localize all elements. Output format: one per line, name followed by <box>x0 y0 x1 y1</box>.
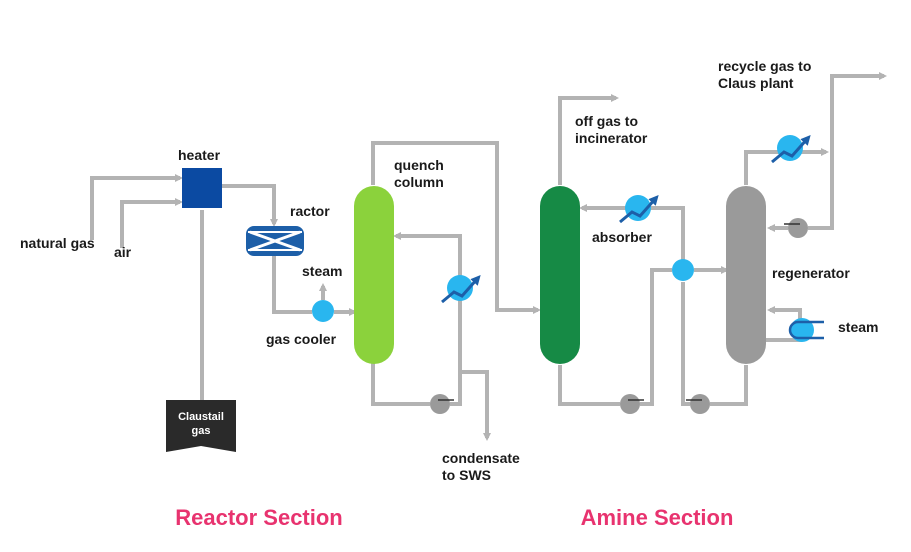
pipe-air <box>120 198 183 248</box>
label-heater: heater <box>178 147 221 163</box>
label-condensate-line1: condensate <box>442 450 520 466</box>
pipe-rich-amine <box>640 268 672 406</box>
section-title-amine: Amine Section <box>581 505 734 530</box>
pipes <box>90 72 887 441</box>
pipe-quench-recycle <box>393 232 462 406</box>
section-title-reactor: Reactor Section <box>175 505 343 530</box>
pump-icon <box>686 394 710 414</box>
label-steam-right: steam <box>838 319 878 335</box>
label-reactor: ractor <box>290 203 330 219</box>
label-air: air <box>114 244 132 260</box>
pipe-lean-up <box>681 282 690 406</box>
label-steam-top: steam <box>302 263 342 279</box>
label-absorber: absorber <box>592 229 652 245</box>
pipe-natural-gas <box>90 174 183 240</box>
pipe-reflux-down <box>808 152 834 230</box>
tail-gas-box <box>166 400 236 452</box>
label-natural-gas: natural gas <box>20 235 95 251</box>
regenerator-column <box>726 186 766 364</box>
label-tail-gas-line1: Claustail <box>178 411 224 423</box>
label-quench-line1: quench <box>394 157 444 173</box>
pipe-lean-amine <box>579 204 685 260</box>
heat-exchanger-icon <box>441 275 481 304</box>
reactor-icon <box>246 226 304 256</box>
cooler-icon <box>312 300 334 322</box>
label-condensate-line2: to SWS <box>442 467 491 483</box>
lean-rich-exchanger-icon <box>672 259 694 281</box>
pipe-condensate <box>460 370 491 441</box>
pump-icon <box>784 218 808 238</box>
quench-column <box>354 186 394 364</box>
heat-exchanger-icon <box>619 195 659 224</box>
label-offgas-line2: incinerator <box>575 130 648 146</box>
label-regenerator: regenerator <box>772 265 850 281</box>
pipe-quench-pump <box>371 360 430 406</box>
heater-box <box>182 168 222 208</box>
pump-icon <box>620 394 644 414</box>
pipe-regen-bottom <box>710 365 748 406</box>
absorber-column <box>540 186 580 364</box>
pipe-recycle <box>830 72 887 152</box>
label-tail-gas-line2: gas <box>192 425 211 437</box>
label-recycle-line2: Claus plant <box>718 75 794 91</box>
label-recycle-line1: recycle gas to <box>718 58 811 74</box>
pipe-reactor-cooler <box>272 256 312 314</box>
pipe-absorber-bottom <box>558 365 620 406</box>
reboiler-icon <box>788 318 824 342</box>
pipe-heater-reactor <box>222 184 278 227</box>
pipe-offgas <box>558 94 619 185</box>
label-quench-line2: column <box>394 174 444 190</box>
pump-icon <box>430 394 454 414</box>
pipe-quench-absorber <box>371 141 541 314</box>
heat-exchanger-icon <box>771 135 811 164</box>
label-offgas-line1: off gas to <box>575 113 638 129</box>
label-gas-cooler: gas cooler <box>266 331 337 347</box>
